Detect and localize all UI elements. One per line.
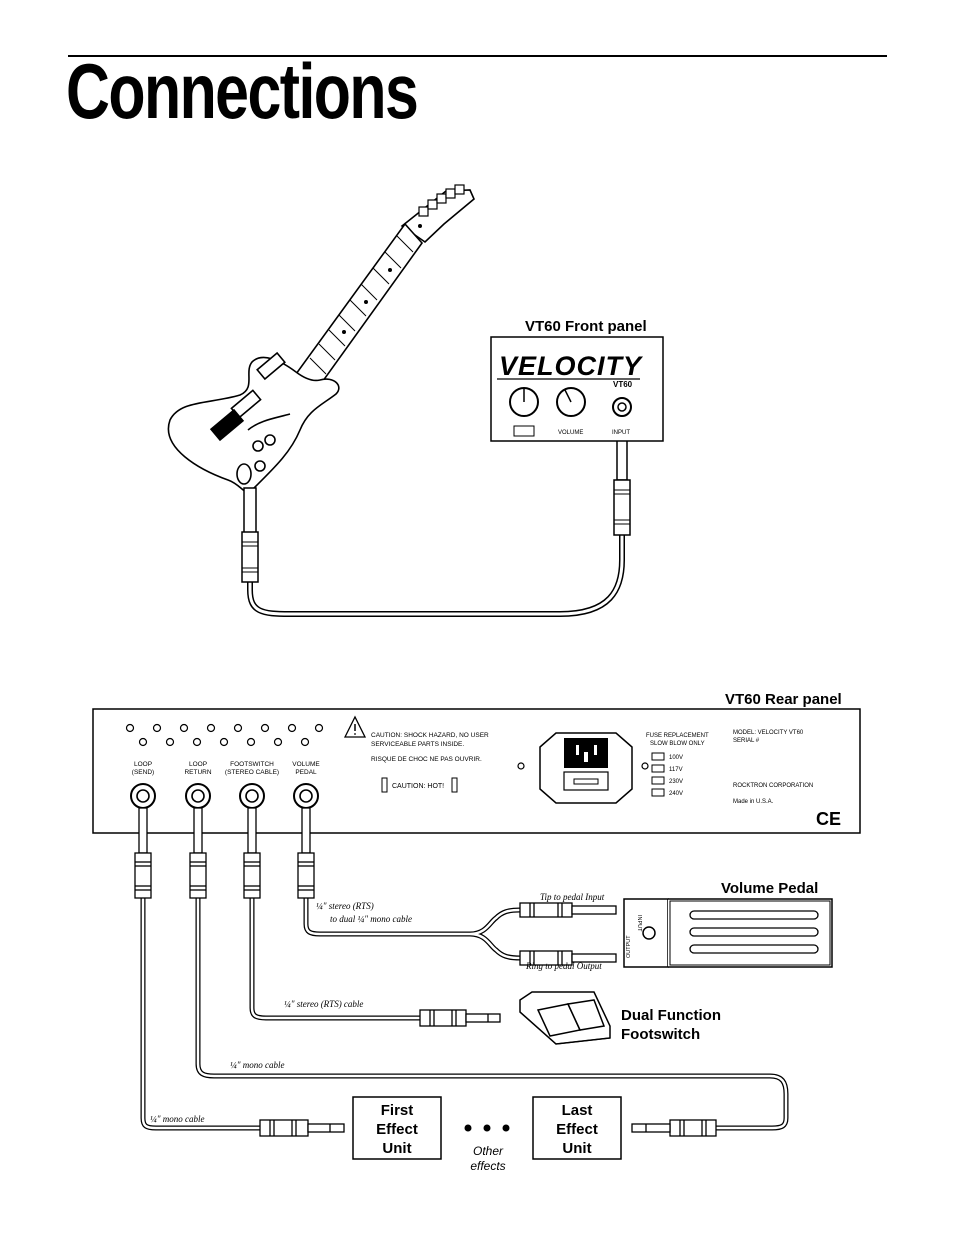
- first-effect-label-1: First: [381, 1102, 414, 1119]
- volume-jack-label-1: VOLUME: [292, 761, 320, 768]
- guitar-illustration: [167, 184, 475, 494]
- volume-cable-label-1: ¼" stereo (RTS): [316, 901, 374, 911]
- loop-send-label-2: (SEND): [132, 769, 154, 776]
- hot-warning-label: CAUTION: HOT!: [392, 783, 444, 790]
- return-cable-label: ¼" mono cable: [230, 1060, 285, 1070]
- fuse-row-1: 100V: [669, 755, 683, 761]
- model-info-2: SERIAL #: [733, 738, 760, 744]
- brand-logo: VELOCITY: [499, 351, 644, 381]
- model-info-1: MODEL: VELOCITY VT60: [733, 730, 804, 736]
- footswitch-jack-label-2: (STEREO CABLE): [225, 769, 279, 776]
- loop-return-label-1: LOOP: [189, 761, 207, 768]
- other-effects-label-2: effects: [470, 1159, 505, 1173]
- loop-return-label-2: RETURN: [184, 769, 211, 776]
- page-title: Connections: [66, 47, 419, 135]
- loop-send-label-1: LOOP: [134, 761, 152, 768]
- input-jack-label: INPUT: [612, 430, 630, 436]
- last-effect-label-3: Unit: [562, 1140, 591, 1157]
- french-caution-text: RISQUE DE CHOC NE PAS OUVRIR.: [371, 756, 482, 763]
- first-effect-label-3: Unit: [382, 1140, 411, 1157]
- model-info-5: ROCKTRON CORPORATION: [733, 783, 813, 789]
- rear-panel: VT60 Rear panel CAUTION: SHOCK HAZARD, N…: [92, 691, 861, 834]
- model-mark: VT60: [613, 380, 633, 389]
- rear-cables: [134, 807, 789, 1137]
- pedal-knob-icon[interactable]: [642, 926, 656, 940]
- volume-cable-label-2: to dual ¼" mono cable: [330, 914, 412, 924]
- footswitch-button-2-icon[interactable]: [566, 999, 606, 1031]
- rear-panel-label: VT60 Rear panel: [725, 691, 842, 708]
- front-panel-label: VT60 Front panel: [525, 318, 647, 335]
- fuse-row-3: 230V: [669, 779, 683, 785]
- other-effects: Other effects: [464, 1124, 510, 1173]
- front-panel: VT60 Front panel VELOCITY VT60 VOLUME IN…: [490, 318, 664, 442]
- model-info-7: Made in U.S.A.: [733, 799, 774, 805]
- send-cable-label: ¼" mono cable: [150, 1114, 205, 1124]
- footswitch-label-1: Dual Function: [621, 1007, 721, 1024]
- guitar-cable: [241, 435, 631, 617]
- volume-knob-label: VOLUME: [558, 430, 583, 436]
- header-rule: [68, 55, 887, 57]
- last-effect-label-2: Effect: [556, 1121, 598, 1138]
- fuse-header-1: FUSE REPLACEMENT: [646, 733, 709, 739]
- ring-to-output-label: Ring to pedal Output: [525, 961, 602, 971]
- pedal-input-label: INPUT: [636, 915, 642, 932]
- screw-icon: [641, 762, 649, 770]
- last-effect-label-1: Last: [562, 1102, 593, 1119]
- first-effect-label-2: Effect: [376, 1121, 418, 1138]
- last-effect-unit: Last Effect Unit: [532, 1096, 622, 1160]
- other-effects-label-1: Other: [473, 1144, 504, 1158]
- volume-jack-label-2: PEDAL: [295, 769, 317, 776]
- caution-text-2: SERVICEABLE PARTS INSIDE.: [371, 741, 464, 748]
- footswitch-label-2: Footswitch: [621, 1026, 700, 1043]
- screw-icon: [517, 762, 525, 770]
- fuse-row-2: 117V: [669, 767, 683, 773]
- volume-pedal-label: Volume Pedal: [721, 880, 818, 897]
- volume-pedal: Volume Pedal INPUT OUTPUT: [623, 880, 833, 968]
- footswitch-jack-label-1: FOOTSWITCH: [230, 761, 274, 768]
- footswitch: Dual Function Footswitch: [519, 991, 721, 1045]
- tip-to-input-label: Tip to pedal Input: [540, 892, 605, 902]
- fuse-header-2: SLOW BLOW ONLY: [650, 741, 705, 747]
- footswitch-cable-label: ¼" stereo (RTS) cable: [284, 999, 363, 1009]
- caution-text-1: CAUTION: SHOCK HAZARD, NO USER: [371, 732, 489, 739]
- fuse-row-4: 240V: [669, 791, 683, 797]
- first-effect-unit: First Effect Unit: [352, 1096, 442, 1160]
- vent-holes: [125, 723, 324, 747]
- ce-mark: CE: [816, 809, 841, 829]
- pedal-output-label: OUTPUT: [626, 935, 632, 958]
